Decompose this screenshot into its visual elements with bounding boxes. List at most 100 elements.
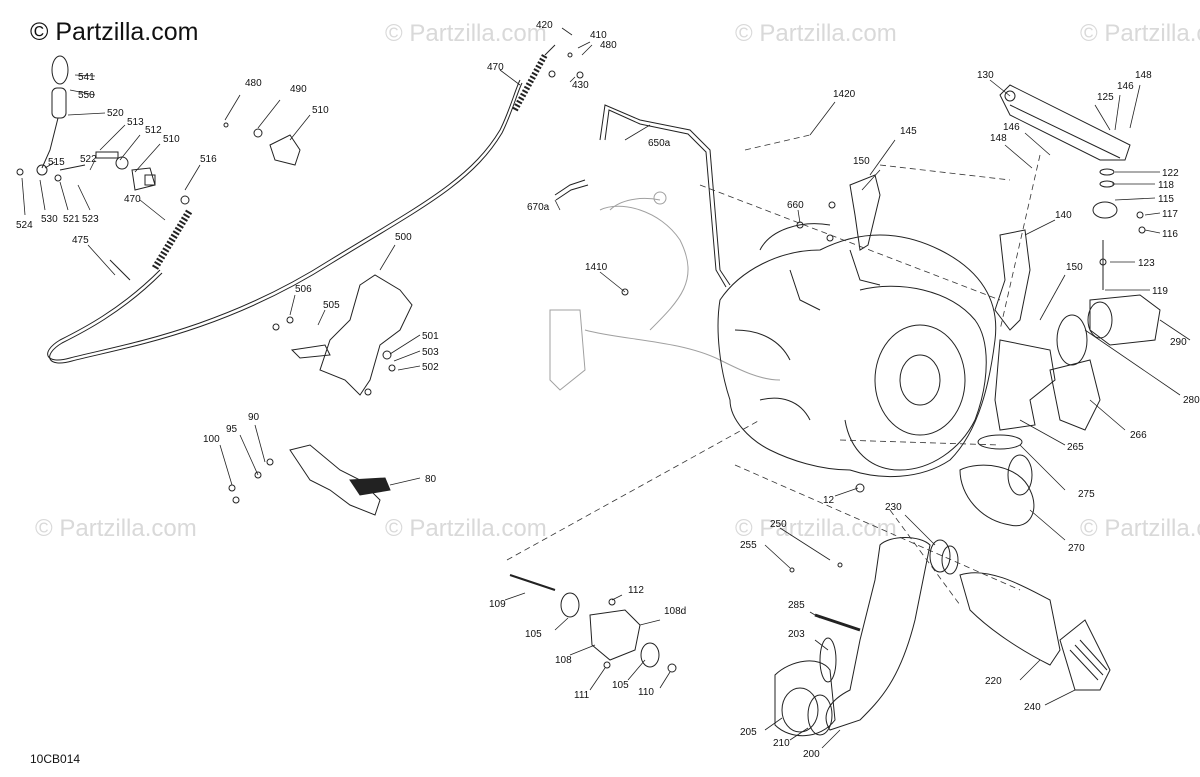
air-intake-290 [1056, 294, 1161, 366]
callout: 285 [788, 600, 805, 611]
callout: 265 [1067, 442, 1084, 453]
callout: 12 [823, 495, 835, 506]
callout: 112 [628, 585, 644, 596]
callout: 95 [226, 424, 238, 435]
crossmember-130 [999, 84, 1131, 161]
callout: 500 [395, 232, 412, 243]
watermark: © Partzilla.com [735, 20, 897, 47]
shift-lever [16, 55, 69, 176]
engine-ghost [549, 191, 781, 391]
callout: 522 [80, 154, 97, 165]
callout: 122 [1162, 168, 1179, 179]
callout: 510 [312, 105, 329, 116]
callout: 515 [48, 157, 65, 168]
callout: 116 [1162, 229, 1178, 240]
callout: 660 [787, 200, 804, 211]
callout: 510 [163, 134, 180, 145]
callout: 430 [572, 80, 589, 91]
callout: 205 [740, 727, 757, 738]
callout: 502 [422, 362, 439, 373]
engine-block [717, 223, 997, 477]
bracket-140 [994, 229, 1031, 331]
callout: 108d [664, 606, 686, 617]
callout: 240 [1024, 702, 1041, 713]
callout: 650a [648, 138, 671, 149]
hose-650a [604, 109, 727, 288]
callout: 150 [1066, 262, 1083, 273]
callout: 210 [773, 738, 790, 749]
callout: 108 [555, 655, 572, 666]
callout: 105 [612, 680, 629, 691]
callout: 148 [1135, 70, 1152, 81]
pedal-hardware [272, 316, 396, 396]
outlet-tube-200 [825, 537, 959, 731]
callout: 550 [78, 90, 95, 101]
callout: 148 [990, 133, 1007, 144]
cable-spring-bottom [152, 195, 193, 270]
callout: 501 [422, 331, 439, 342]
brake-pedal-80 [228, 444, 391, 516]
watermark: © Partzilla.com [385, 515, 547, 542]
callout: 480 [245, 78, 262, 89]
callout: 521 [63, 214, 80, 225]
callout: 480 [600, 40, 617, 51]
callout: 670a [527, 202, 550, 213]
callout: 111 [574, 690, 590, 701]
callout: 530 [41, 214, 58, 225]
engine-mount-115 [1092, 168, 1146, 290]
callout: 516 [200, 154, 217, 165]
callout: 117 [1162, 209, 1178, 220]
intake-205 [774, 637, 837, 737]
callout: 255 [740, 540, 757, 551]
callout: 275 [1078, 489, 1095, 500]
callout: 110 [638, 687, 654, 698]
callout: 503 [422, 347, 439, 358]
callout: 1410 [585, 262, 608, 273]
callout: 140 [1055, 210, 1072, 221]
filter-240 [1059, 619, 1111, 691]
shift-selector [509, 574, 677, 673]
callout: 513 [127, 117, 144, 128]
assembly-lines [506, 134, 1041, 606]
callout: 541 [78, 72, 95, 83]
pedal-bracket-500 [319, 274, 413, 396]
callout: 520 [107, 108, 124, 119]
callout: 420 [536, 20, 553, 31]
shift-cable [47, 79, 521, 361]
callout: 145 [900, 126, 917, 137]
callout: 505 [323, 300, 340, 311]
shift-cable [49, 82, 523, 364]
callout: 290 [1170, 337, 1187, 348]
callout: 220 [985, 676, 1002, 687]
callout: 203 [788, 629, 805, 640]
hose-670a [554, 179, 589, 201]
cable-spring-top [512, 44, 556, 112]
callout: 90 [248, 412, 260, 423]
callout: 280 [1183, 395, 1200, 406]
callout: 266 [1130, 430, 1147, 441]
watermark: © Partzilla.com [1080, 20, 1200, 47]
linkage-parts [54, 151, 156, 281]
duct-265 [994, 339, 1056, 431]
callout: 475 [72, 235, 89, 246]
callout: 250 [770, 519, 787, 530]
callout: 200 [803, 749, 820, 760]
clamp-275 [977, 434, 1023, 450]
callout: 230 [885, 502, 902, 513]
leader-lines [21, 27, 1191, 749]
intake-boot-220 [959, 572, 1061, 666]
bracket-510 [223, 122, 301, 166]
callout: 506 [295, 284, 312, 295]
callout: 490 [290, 84, 307, 95]
callout: 523 [82, 214, 99, 225]
callout: 100 [203, 434, 220, 445]
callout: 146 [1117, 81, 1134, 92]
clamp-275 [1007, 454, 1033, 496]
callout: 470 [124, 194, 141, 205]
watermark: © Partzilla.com [1080, 515, 1200, 542]
callout: 119 [1152, 286, 1168, 297]
callout: 123 [1138, 258, 1155, 269]
callout-labels: 420 410 480 470 430 480 490 510 541 550 … [16, 20, 1200, 760]
